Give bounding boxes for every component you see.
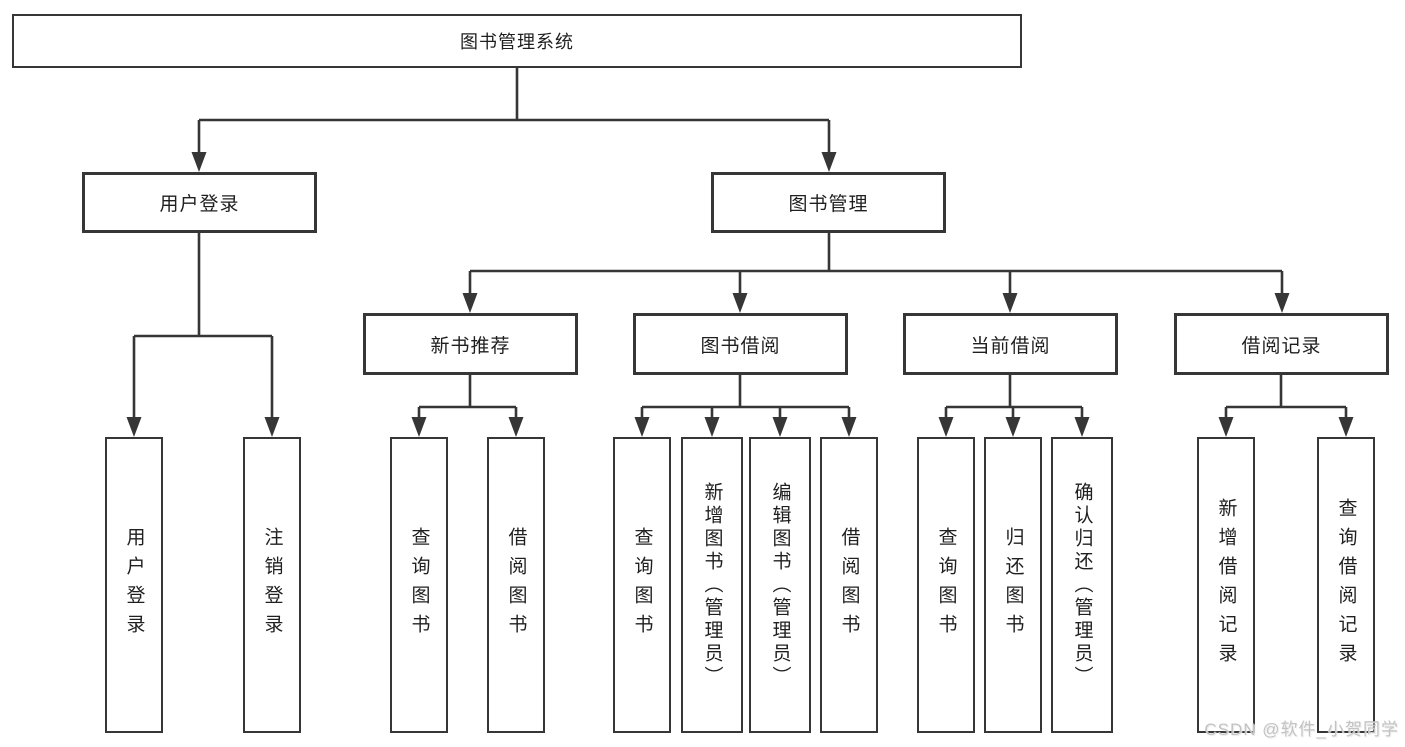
node-leaf-add-books-admin-label: 新增图书（管理员）: [701, 481, 723, 689]
node-current-borrow: 当前借阅: [903, 313, 1118, 375]
node-leaf-confirm-return-admin-label: 确认归还（管理员）: [1071, 481, 1093, 689]
node-leaf-query-books-b: 查询图书: [613, 437, 671, 733]
node-leaf-confirm-return-admin: 确认归还（管理员）: [1051, 437, 1113, 733]
node-leaf-query-books-c-label: 查询图书: [935, 527, 957, 643]
node-root-label: 图书管理系统: [460, 32, 574, 52]
node-leaf-logout: 注销登录: [243, 437, 301, 733]
node-leaf-return-books-label: 归还图书: [1002, 527, 1024, 643]
node-leaf-user-login: 用户登录: [105, 437, 163, 733]
node-root: 图书管理系统: [12, 14, 1022, 68]
node-leaf-query-books-b-label: 查询图书: [631, 527, 653, 643]
node-leaf-add-borrow-record: 新增借阅记录: [1197, 437, 1255, 733]
node-leaf-query-books-a-label: 查询图书: [408, 527, 430, 643]
node-book-borrow: 图书借阅: [633, 313, 848, 375]
node-leaf-logout-label: 注销登录: [261, 527, 283, 643]
node-leaf-return-books: 归还图书: [984, 437, 1042, 733]
node-user-login-branch: 用户登录: [82, 172, 317, 233]
node-current-borrow-label: 当前借阅: [970, 335, 1051, 357]
node-user-login-branch-label: 用户登录: [159, 194, 240, 215]
node-leaf-borrow-books-b: 借阅图书: [820, 437, 878, 733]
node-leaf-edit-books-admin-label: 编辑图书（管理员）: [769, 481, 791, 689]
node-new-book-recommend: 新书推荐: [363, 313, 578, 375]
node-borrow-records: 借阅记录: [1174, 313, 1389, 375]
node-leaf-add-books-admin: 新增图书（管理员）: [681, 437, 743, 733]
arrowhead-icons: [126, 152, 1354, 437]
node-book-management-branch: 图书管理: [711, 172, 946, 233]
node-new-book-recommend-label: 新书推荐: [430, 335, 511, 357]
node-borrow-records-label: 借阅记录: [1241, 335, 1322, 357]
node-leaf-borrow-books-a-label: 借阅图书: [505, 527, 527, 643]
node-leaf-borrow-books-b-label: 借阅图书: [838, 527, 860, 643]
node-leaf-user-login-label: 用户登录: [123, 527, 145, 643]
node-leaf-query-borrow-record-label: 查询借阅记录: [1335, 498, 1357, 672]
node-book-management-branch-label: 图书管理: [788, 194, 869, 215]
node-leaf-borrow-books-a: 借阅图书: [487, 437, 545, 733]
node-leaf-query-books-a: 查询图书: [390, 437, 448, 733]
node-leaf-query-books-c: 查询图书: [917, 437, 975, 733]
node-leaf-query-borrow-record: 查询借阅记录: [1317, 437, 1375, 733]
node-leaf-edit-books-admin: 编辑图书（管理员）: [749, 437, 811, 733]
node-book-borrow-label: 图书借阅: [700, 335, 781, 357]
csdn-watermark: CSDN @软件_小贺同学: [1204, 720, 1399, 739]
node-leaf-add-borrow-record-label: 新增借阅记录: [1215, 498, 1237, 672]
